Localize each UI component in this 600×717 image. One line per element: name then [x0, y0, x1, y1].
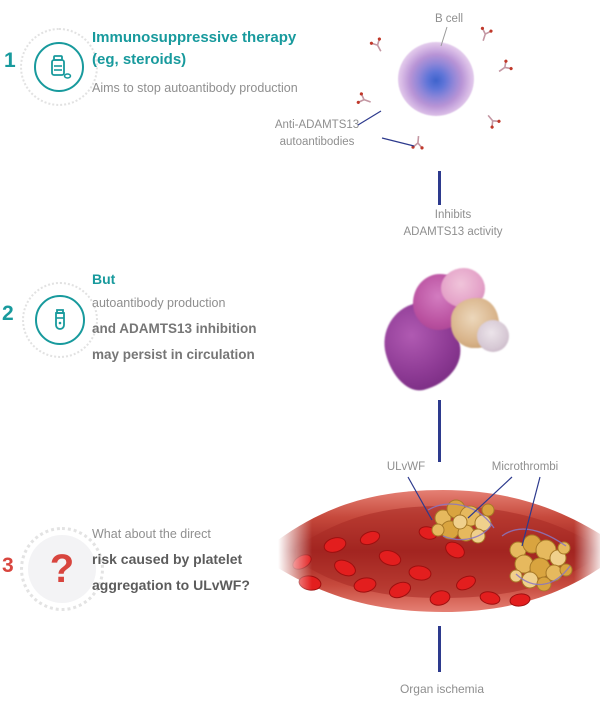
inhibits-label-line2: ADAMTS13 activity — [403, 226, 503, 238]
b-cell-label: B cell — [434, 13, 464, 25]
step-2-line2: and ADAMTS13 inhibition — [92, 321, 257, 336]
antibody-icon — [481, 109, 504, 132]
ulvwf-label: ULvWF — [386, 461, 426, 473]
step-1-title-line1: Immunosuppressive therapy — [92, 29, 297, 46]
blood-vessel-illustration — [278, 478, 600, 624]
arrow-cell-to-enzyme — [438, 171, 441, 205]
step-2-line1: autoantibody production — [92, 296, 226, 310]
step-1-description: Aims to stop autoantibody production — [92, 81, 298, 95]
antibody-blob-gray — [477, 320, 509, 352]
outcome-label: Organ ischemia — [399, 682, 485, 696]
lab-vial-icon — [46, 306, 74, 334]
inhibits-label-line1: Inhibits — [434, 209, 472, 221]
step-3-number: 3 — [2, 554, 14, 577]
antibody-icon — [409, 133, 426, 150]
step-3-line2: risk caused by platelet — [92, 551, 243, 567]
arrow-vessel-to-outcome — [438, 626, 441, 672]
step-2-icon-medallion — [22, 282, 98, 358]
b-cell-illustration — [398, 42, 474, 116]
autoantibodies-label: Anti-ADAMTS13 autoantibodies — [246, 117, 388, 151]
step-2-line3: may persist in circulation — [92, 347, 255, 362]
antibody-icon — [475, 25, 495, 45]
question-mark-icon: ? — [49, 547, 75, 591]
antibody-icon — [367, 35, 389, 57]
pill-bottle-icon — [45, 53, 73, 81]
inhibits-label: Inhibits ADAMTS13 activity — [390, 207, 516, 241]
microthrombi-label: Microthrombi — [491, 461, 559, 473]
autoantibodies-label-line2: autoantibodies — [279, 136, 355, 148]
adamts13-complex-illustration — [375, 268, 510, 398]
step-2-number: 2 — [2, 302, 14, 325]
antibody-icon — [493, 57, 515, 79]
step-1-icon-medallion — [20, 28, 98, 106]
step-3-line1: What about the direct — [92, 527, 211, 541]
arrow-enzyme-to-vessel — [438, 400, 441, 462]
step-1-title-line2: (eg, steroids) — [92, 51, 187, 68]
step-3-line3: aggregation to ULvWF? — [92, 577, 250, 593]
step-3-icon-medallion: ? — [20, 527, 104, 611]
step-2-lead: But — [92, 271, 116, 287]
antibody-icon — [355, 90, 376, 111]
autoantibodies-label-line1: Anti-ADAMTS13 — [274, 119, 360, 131]
step-1-number: 1 — [4, 49, 16, 72]
